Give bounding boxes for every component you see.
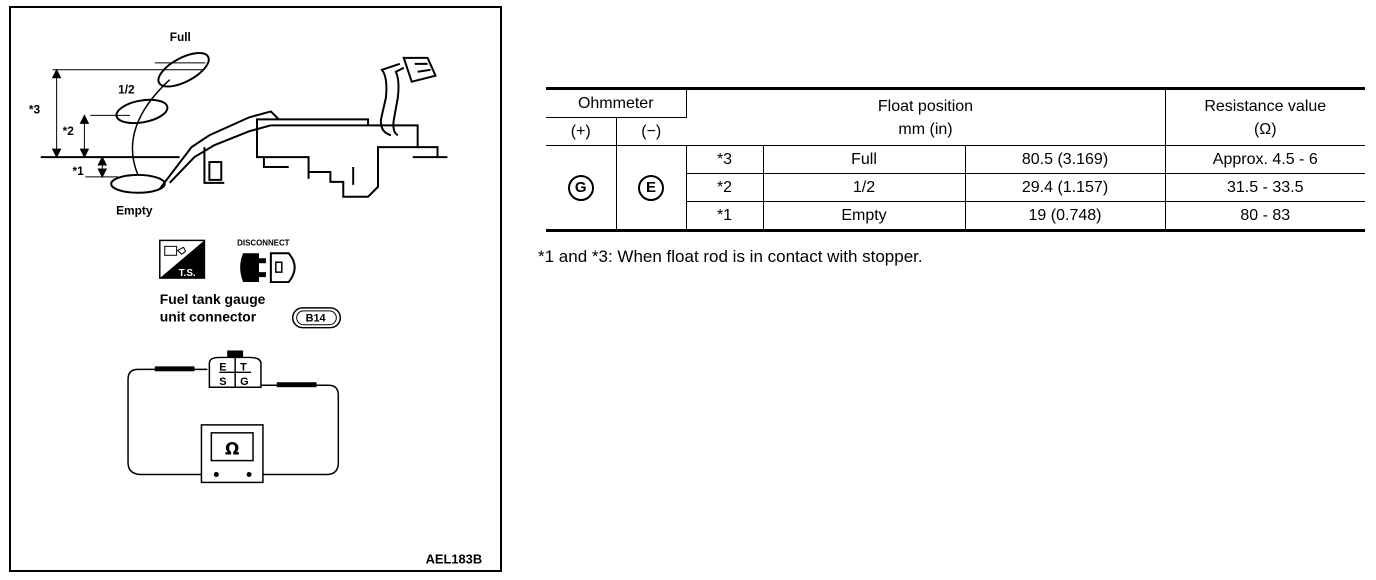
- row-position: 1/2: [763, 173, 966, 202]
- ohm-symbol: Ω: [225, 439, 239, 459]
- figure-code: AEL183B: [426, 552, 483, 567]
- connector-terminal-block: [208, 350, 262, 388]
- disconnect-connector-icon: [240, 252, 296, 284]
- row-position: Full: [763, 145, 966, 174]
- figure-panel: Full 1/2 Empty *3 *2 *1: [9, 6, 502, 572]
- header-float-position-l1: Float position: [877, 97, 974, 115]
- row-mm-in: 19 (0.748): [965, 201, 1166, 232]
- connector-code-badge: [291, 307, 342, 329]
- float-full-label: Full: [170, 30, 191, 44]
- connector-caption-line1: Fuel tank gauge: [160, 291, 266, 307]
- disconnect-label: DISCONNECT: [237, 238, 290, 247]
- table-row: *2 1/2 29.4 (1.157) 31.5 - 33.5: [546, 173, 1365, 202]
- terminal-e: E: [219, 361, 226, 373]
- row-mm-in: 80.5 (3.169): [965, 145, 1166, 174]
- terminal-t: T: [240, 361, 247, 373]
- harness-wire: [379, 56, 437, 137]
- float-full-icon: [154, 52, 210, 88]
- header-minus: (−): [616, 117, 686, 146]
- minus-terminal-cell: E: [616, 145, 687, 232]
- row-position: Empty: [763, 201, 966, 232]
- table-row: G E *3 Full 80.5 (3.169) Approx. 4.5 - 6: [546, 145, 1365, 232]
- dim-label-1: *1: [72, 164, 84, 178]
- terminal-s: S: [219, 376, 226, 388]
- row-ref: *2: [686, 173, 764, 202]
- float-half-label: 1/2: [118, 83, 135, 97]
- header-resistance-l1: Resistance value: [1204, 97, 1327, 115]
- float-half-icon: [115, 98, 169, 125]
- header-plus: (+): [546, 117, 617, 146]
- table-footnote: *1 and *3: When float rod is in contact …: [538, 247, 923, 266]
- row-resistance: 31.5 - 33.5: [1165, 173, 1365, 202]
- ohmmeter-icon: [200, 424, 264, 484]
- plus-terminal-badge: G: [567, 175, 594, 201]
- terminal-g: G: [240, 376, 248, 388]
- row-ref: *1: [686, 201, 764, 232]
- header-ohmmeter: Ohmmeter: [546, 87, 687, 118]
- header-float-position: Float position mm (in): [686, 87, 1166, 146]
- header-resistance-l2: (Ω): [1253, 120, 1277, 138]
- table-subheader-row: (+) (−): [546, 117, 1365, 146]
- float-arc: [131, 79, 171, 176]
- table-row: *1 Empty 19 (0.748) 80 - 83: [546, 201, 1365, 232]
- connector-caption-line2: unit connector: [160, 309, 257, 325]
- dimension-arrows: [51, 68, 108, 179]
- dim-label-3: *3: [29, 102, 41, 116]
- float-empty-label: Empty: [116, 204, 153, 218]
- minus-terminal-badge: E: [638, 175, 664, 201]
- fuel-gauge-diagram: Full 1/2 Empty *3 *2 *1: [29, 30, 483, 567]
- row-mm-in: 29.4 (1.157): [965, 173, 1166, 202]
- row-ref: *3: [686, 145, 764, 174]
- troubleshooting-icon: [159, 239, 206, 279]
- ts-label: T.S.: [179, 268, 196, 279]
- header-float-position-l2: mm (in): [898, 120, 953, 138]
- table-header-row: Ohmmeter Float position mm (in) Resistan…: [546, 87, 1365, 146]
- resistance-spec-table: Ohmmeter Float position mm (in) Resistan…: [546, 87, 1365, 232]
- plus-terminal-cell: G: [546, 145, 617, 232]
- row-resistance: Approx. 4.5 - 6: [1165, 145, 1365, 174]
- gauge-unit-body: [158, 110, 448, 198]
- header-resistance: Resistance value (Ω): [1165, 87, 1365, 146]
- dim-label-2: *2: [63, 124, 75, 138]
- float-empty-icon: [110, 173, 166, 194]
- connector-code: B14: [306, 313, 326, 325]
- row-resistance: 80 - 83: [1165, 201, 1365, 232]
